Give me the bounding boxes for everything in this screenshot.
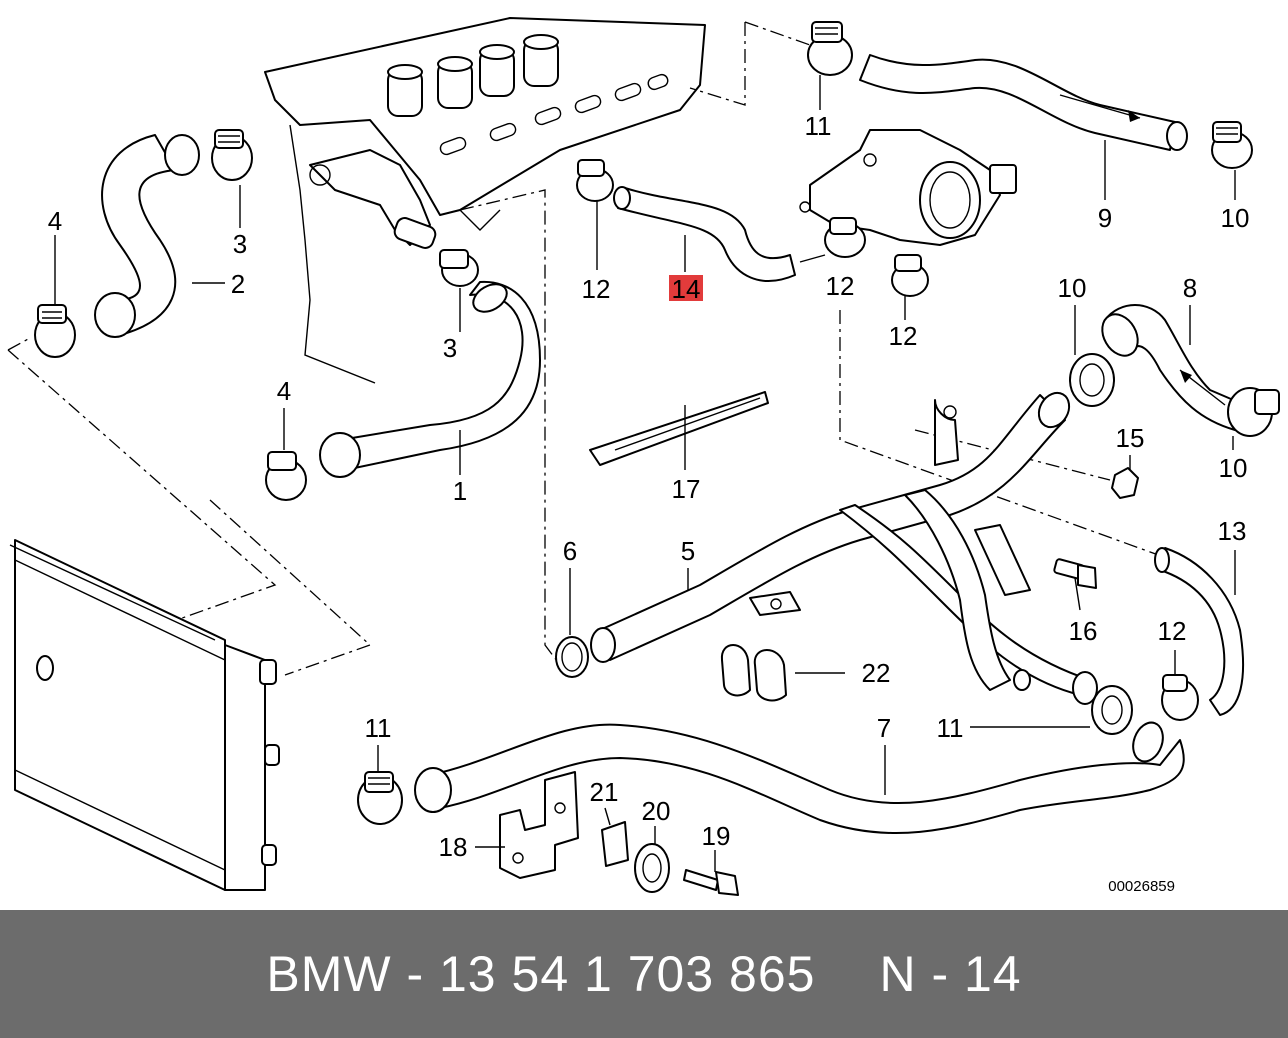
- clamp-12-d: [1161, 674, 1199, 721]
- callout-12b: 12: [826, 271, 855, 301]
- clamp-20: [634, 843, 670, 893]
- clamp-4-lower: [265, 451, 307, 501]
- callout-12d: 12: [1158, 616, 1187, 646]
- pipe-5: [590, 391, 1098, 705]
- callout-19: 19: [702, 821, 731, 851]
- nut-15: [1111, 467, 1139, 499]
- callout-14-highlight: [669, 275, 703, 301]
- clip-21: [601, 821, 629, 867]
- hose-clamps: [34, 21, 1280, 825]
- clamp-12-a: [576, 159, 614, 202]
- callout-12a: 12: [582, 274, 611, 304]
- clamp-3-lower: [439, 249, 479, 287]
- engine-cylinder-head: [264, 17, 706, 384]
- callout-11c: 11: [365, 713, 392, 743]
- hose-8: [1101, 304, 1246, 431]
- diagram-reference-number: 00026859: [1108, 878, 1175, 895]
- callout-10b: 10: [1058, 273, 1087, 303]
- callout-14: 14: [672, 274, 701, 304]
- callout-9: 9: [1098, 203, 1112, 233]
- diagram-position-text: N - 14: [879, 946, 1022, 1002]
- radiator: [9, 539, 280, 891]
- callout-22: 22: [862, 658, 891, 688]
- hose-1: [319, 280, 541, 478]
- clamp-10-mid: [1069, 353, 1115, 407]
- callout-labels: 2 3 3 4 4 1 11 12 14 12 12 9 10 10 8 10 …: [48, 111, 1250, 895]
- o-ring-6: [555, 636, 589, 678]
- callout-2: 2: [231, 269, 245, 299]
- part-number-text: BMW - 13 54 1 703 865: [266, 946, 816, 1002]
- hose-13: [1154, 547, 1245, 716]
- leader-lines: [54, 75, 1236, 872]
- clamp-10-right: [1227, 387, 1280, 437]
- callout-10a: 10: [1221, 203, 1250, 233]
- callout-15: 15: [1116, 423, 1145, 453]
- callout-4b: 4: [277, 376, 291, 406]
- callout-17: 17: [672, 474, 701, 504]
- clamp-3-top: [211, 129, 253, 181]
- hose-7: [414, 721, 1185, 835]
- callout-12c: 12: [889, 321, 918, 351]
- callout-5: 5: [681, 536, 695, 566]
- clamp-11-mid: [1091, 685, 1133, 735]
- callout-3a: 3: [233, 229, 247, 259]
- clamp-12-b: [824, 217, 866, 258]
- screw-19: [683, 869, 739, 896]
- parts-diagram: 2 3 3 4 4 1 11 12 14 12 12 9 10 10 8 10 …: [7, 17, 1280, 896]
- clamp-4-left: [34, 304, 76, 358]
- callout-3b: 3: [443, 333, 457, 363]
- callout-16: 16: [1069, 616, 1098, 646]
- clamp-11-top: [807, 21, 853, 76]
- callout-13: 13: [1218, 516, 1247, 546]
- throttle-body: [799, 129, 1017, 246]
- cable-tie-17: [589, 391, 769, 466]
- callout-10c: 10: [1219, 453, 1248, 483]
- callout-11a: 11: [805, 111, 832, 141]
- callout-21: 21: [590, 777, 619, 807]
- callout-20: 20: [642, 796, 671, 826]
- callout-18: 18: [439, 832, 468, 862]
- callout-4a: 4: [48, 206, 62, 236]
- clamp-10-top: [1211, 121, 1253, 169]
- clip-22: [720, 644, 787, 702]
- hose-2: [94, 134, 200, 338]
- bracket-18: [499, 771, 579, 879]
- hose-14: [613, 186, 796, 282]
- callout-7: 7: [877, 713, 891, 743]
- hose-9: [859, 54, 1188, 151]
- callout-11b: 11: [937, 713, 964, 743]
- callout-8: 8: [1183, 273, 1197, 303]
- callout-6: 6: [563, 536, 577, 566]
- part-number-banner: BMW - 13 54 1 703 865 N - 14: [0, 910, 1288, 1038]
- bolt-16: [1053, 558, 1097, 589]
- callout-1: 1: [453, 476, 467, 506]
- clamp-11-lower: [357, 771, 403, 825]
- clamp-12-c: [891, 254, 929, 297]
- small-parts: [499, 391, 1139, 896]
